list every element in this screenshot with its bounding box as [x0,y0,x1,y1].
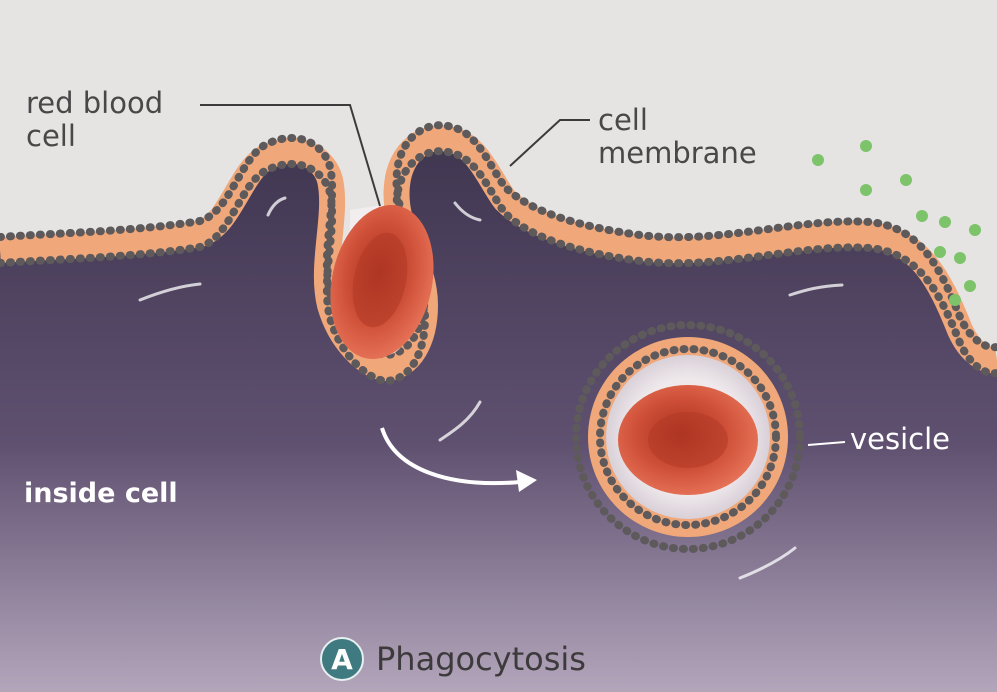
figure-caption: A Phagocytosis [320,636,586,682]
movement-arrow [380,427,537,492]
leader-red-blood-cell [200,104,381,207]
highlight-streaks [138,196,844,580]
cytoplasm [0,138,997,692]
leader-lines [200,104,590,207]
leader-vesicle [807,441,846,446]
vesicle [572,321,804,553]
label-vesicle: vesicle [850,422,951,456]
red-blood-cell-engulfed [330,204,434,360]
label-cell-membrane: cell membrane [598,103,757,171]
leader-cell-membrane [509,119,590,167]
caption-title: Phagocytosis [376,640,586,678]
extracellular-particles [812,140,981,306]
label-inside-cell: inside cell [24,478,178,509]
label-red-blood-cell: red blood cell [26,86,164,154]
caption-badge: A [320,637,364,681]
